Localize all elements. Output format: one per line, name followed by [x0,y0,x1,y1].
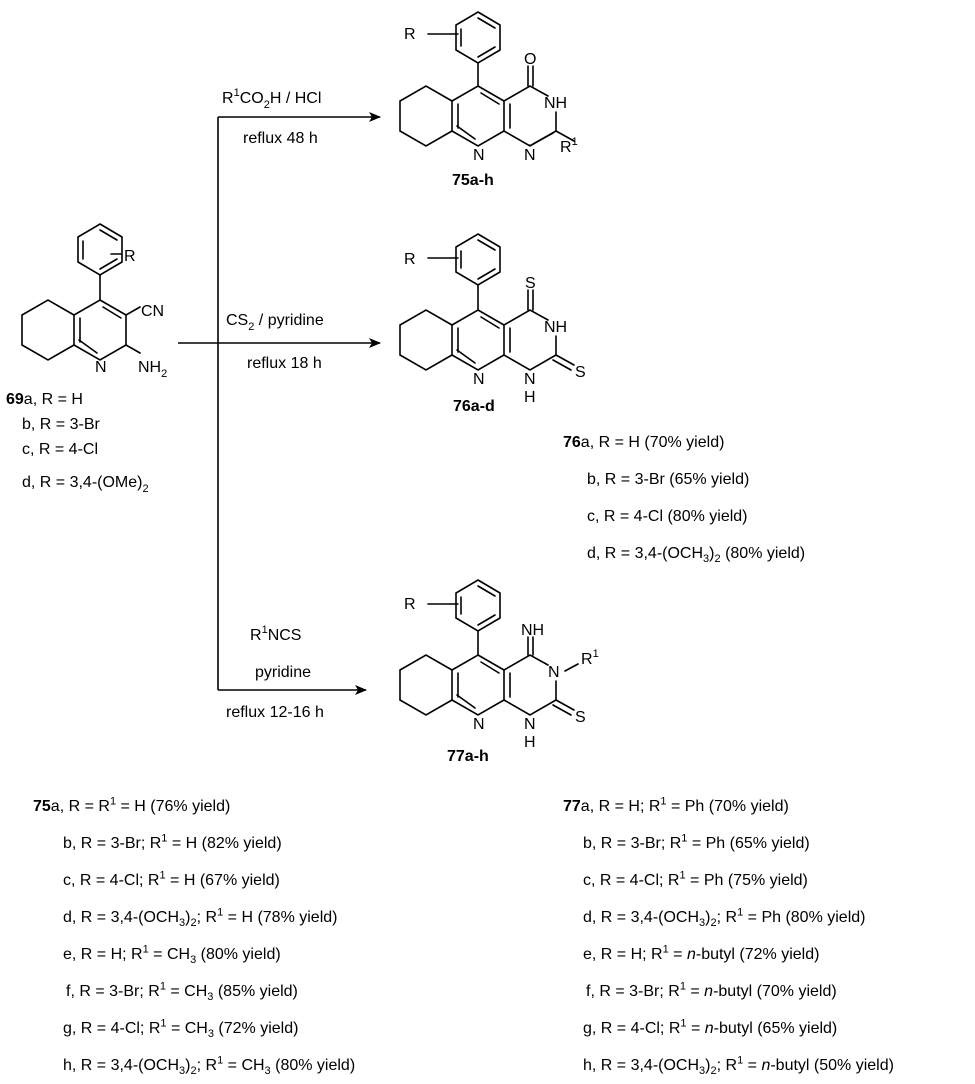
svg-text:NH: NH [521,622,544,639]
entry-77a: 77a, R = H; R1 = Ph (70% yield) [563,795,789,815]
entry-77c: c, R = 4-Cl; R1 = Ph (75% yield) [583,869,808,889]
atom-cn: CN [141,303,164,320]
svg-text:R: R [404,26,416,43]
svg-text:NH: NH [544,95,567,112]
svg-text:N: N [524,147,536,164]
svg-text:CS2 / pyridine: CS2 / pyridine [226,312,324,333]
entry-75c: c, R = 4-Cl; R1 = H (67% yield) [63,869,280,889]
atom-nh2: NH [138,359,161,376]
atom-r: R [124,248,136,265]
reaction-arrows [178,112,381,695]
svg-text:69a, R = H: 69a, R = H [6,391,83,408]
svg-text:R: R [404,251,416,268]
starting-material-69: R CN NH2 N [21,223,167,380]
entry-77b: b, R = 3-Br; R1 = Ph (65% yield) [583,832,810,852]
svg-text:N: N [548,664,560,681]
entry-75e: e, R = H; R1 = CH3 (80% yield) [63,943,281,967]
svg-text:NH2: NH2 [138,359,167,380]
svg-text:H: H [524,734,536,751]
svg-text:N: N [524,371,536,388]
compound-69-number: 69 [6,391,24,408]
entry-75h: h, R = 3,4-(OCH3)2; R1 = CH3 (80% yield) [63,1054,356,1078]
entry-75f: f, R = 3-Br; R1 = CH3 (85% yield) [66,980,298,1004]
atom-nh2-sub: 2 [161,368,167,380]
entry-76b: b, R = 3-Br (65% yield) [587,471,750,488]
svg-text:N: N [473,716,485,733]
entry-77e: e, R = H; R1 = n-butyl (72% yield) [583,943,820,963]
results-76: 76a, R = H (70% yield) b, R = 3-Br (65% … [563,424,805,572]
entry-76a: 76a, R = H (70% yield) [563,434,725,451]
svg-text:reflux 18 h: reflux 18 h [247,355,322,372]
conditions-75: R1CO2H / HCl reflux 48 h [222,87,321,147]
svg-text:S: S [575,709,586,726]
svg-text:R1NCS: R1NCS [250,624,301,644]
svg-text:R: R [404,596,416,613]
svg-text:R1: R1 [581,648,599,668]
svg-text:c, R = 4-Cl: c, R = 4-Cl [22,441,98,458]
compound-77-label: 77a-h [447,748,489,765]
entry-75d: d, R = 3,4-(OCH3)2; R1 = H (78% yield) [63,906,338,930]
entry-75g: g, R = 4-Cl; R1 = CH3 (72% yield) [63,1017,299,1041]
entry-76d: d, R = 3,4-(OCH3)2 (80% yield) [587,545,806,566]
entry-75a: 75a, R = R1 = H (76% yield) [33,795,231,815]
svg-text:b, R = 3-Br: b, R = 3-Br [22,416,100,433]
atom-n-pyridine: N [95,359,107,376]
svg-text:N: N [473,371,485,388]
entry-75b: b, R = 3-Br; R1 = H (82% yield) [63,832,282,852]
results-77: 77a, R = H; R1 = Ph (70% yield) b, R = 3… [563,788,894,1084]
svg-text:N: N [524,716,536,733]
results-75: 75a, R = R1 = H (76% yield) b, R = 3-Br;… [33,788,355,1084]
svg-text:d, R = 3,4-(OMe)2: d, R = 3,4-(OMe)2 [22,474,149,495]
entry-77f: f, R = 3-Br; R1 = n-butyl (70% yield) [586,980,837,1000]
compound-76-label: 76a-d [453,398,495,415]
entry-77g: g, R = 4-Cl; R1 = n-butyl (65% yield) [583,1017,838,1037]
svg-text:R1: R1 [560,136,578,156]
product-75: R O NH N N R1 75a-h [399,11,578,189]
svg-text:O: O [524,51,536,68]
entry-77d: d, R = 3,4-(OCH3)2; R1 = Ph (80% yield) [583,906,866,930]
compound-75-label: 75a-h [452,172,494,189]
svg-text:pyridine: pyridine [255,664,311,681]
entry-76c: c, R = 4-Cl (80% yield) [587,508,748,525]
conditions-76: CS2 / pyridine reflux 18 h [226,312,324,372]
svg-text:NH: NH [544,319,567,336]
compound-69-labels: 69a, R = H b, R = 3-Br c, R = 4-Cl d, R … [6,391,149,495]
product-77: R NH N R1 N N H S 77a-h [399,579,599,765]
svg-text:R1CO2H / HCl: R1CO2H / HCl [222,87,321,111]
svg-text:H: H [524,389,536,406]
product-76: R S NH N N H S 76a-d [399,233,586,415]
svg-text:S: S [575,364,586,381]
svg-text:reflux 48 h: reflux 48 h [243,130,318,147]
svg-text:reflux 12-16 h: reflux 12-16 h [226,704,324,721]
entry-77h: h, R = 3,4-(OCH3)2; R1 = n-butyl (50% yi… [583,1054,894,1078]
svg-text:N: N [473,147,485,164]
conditions-77: R1NCS pyridine reflux 12-16 h [226,624,324,721]
svg-text:S: S [525,275,536,292]
